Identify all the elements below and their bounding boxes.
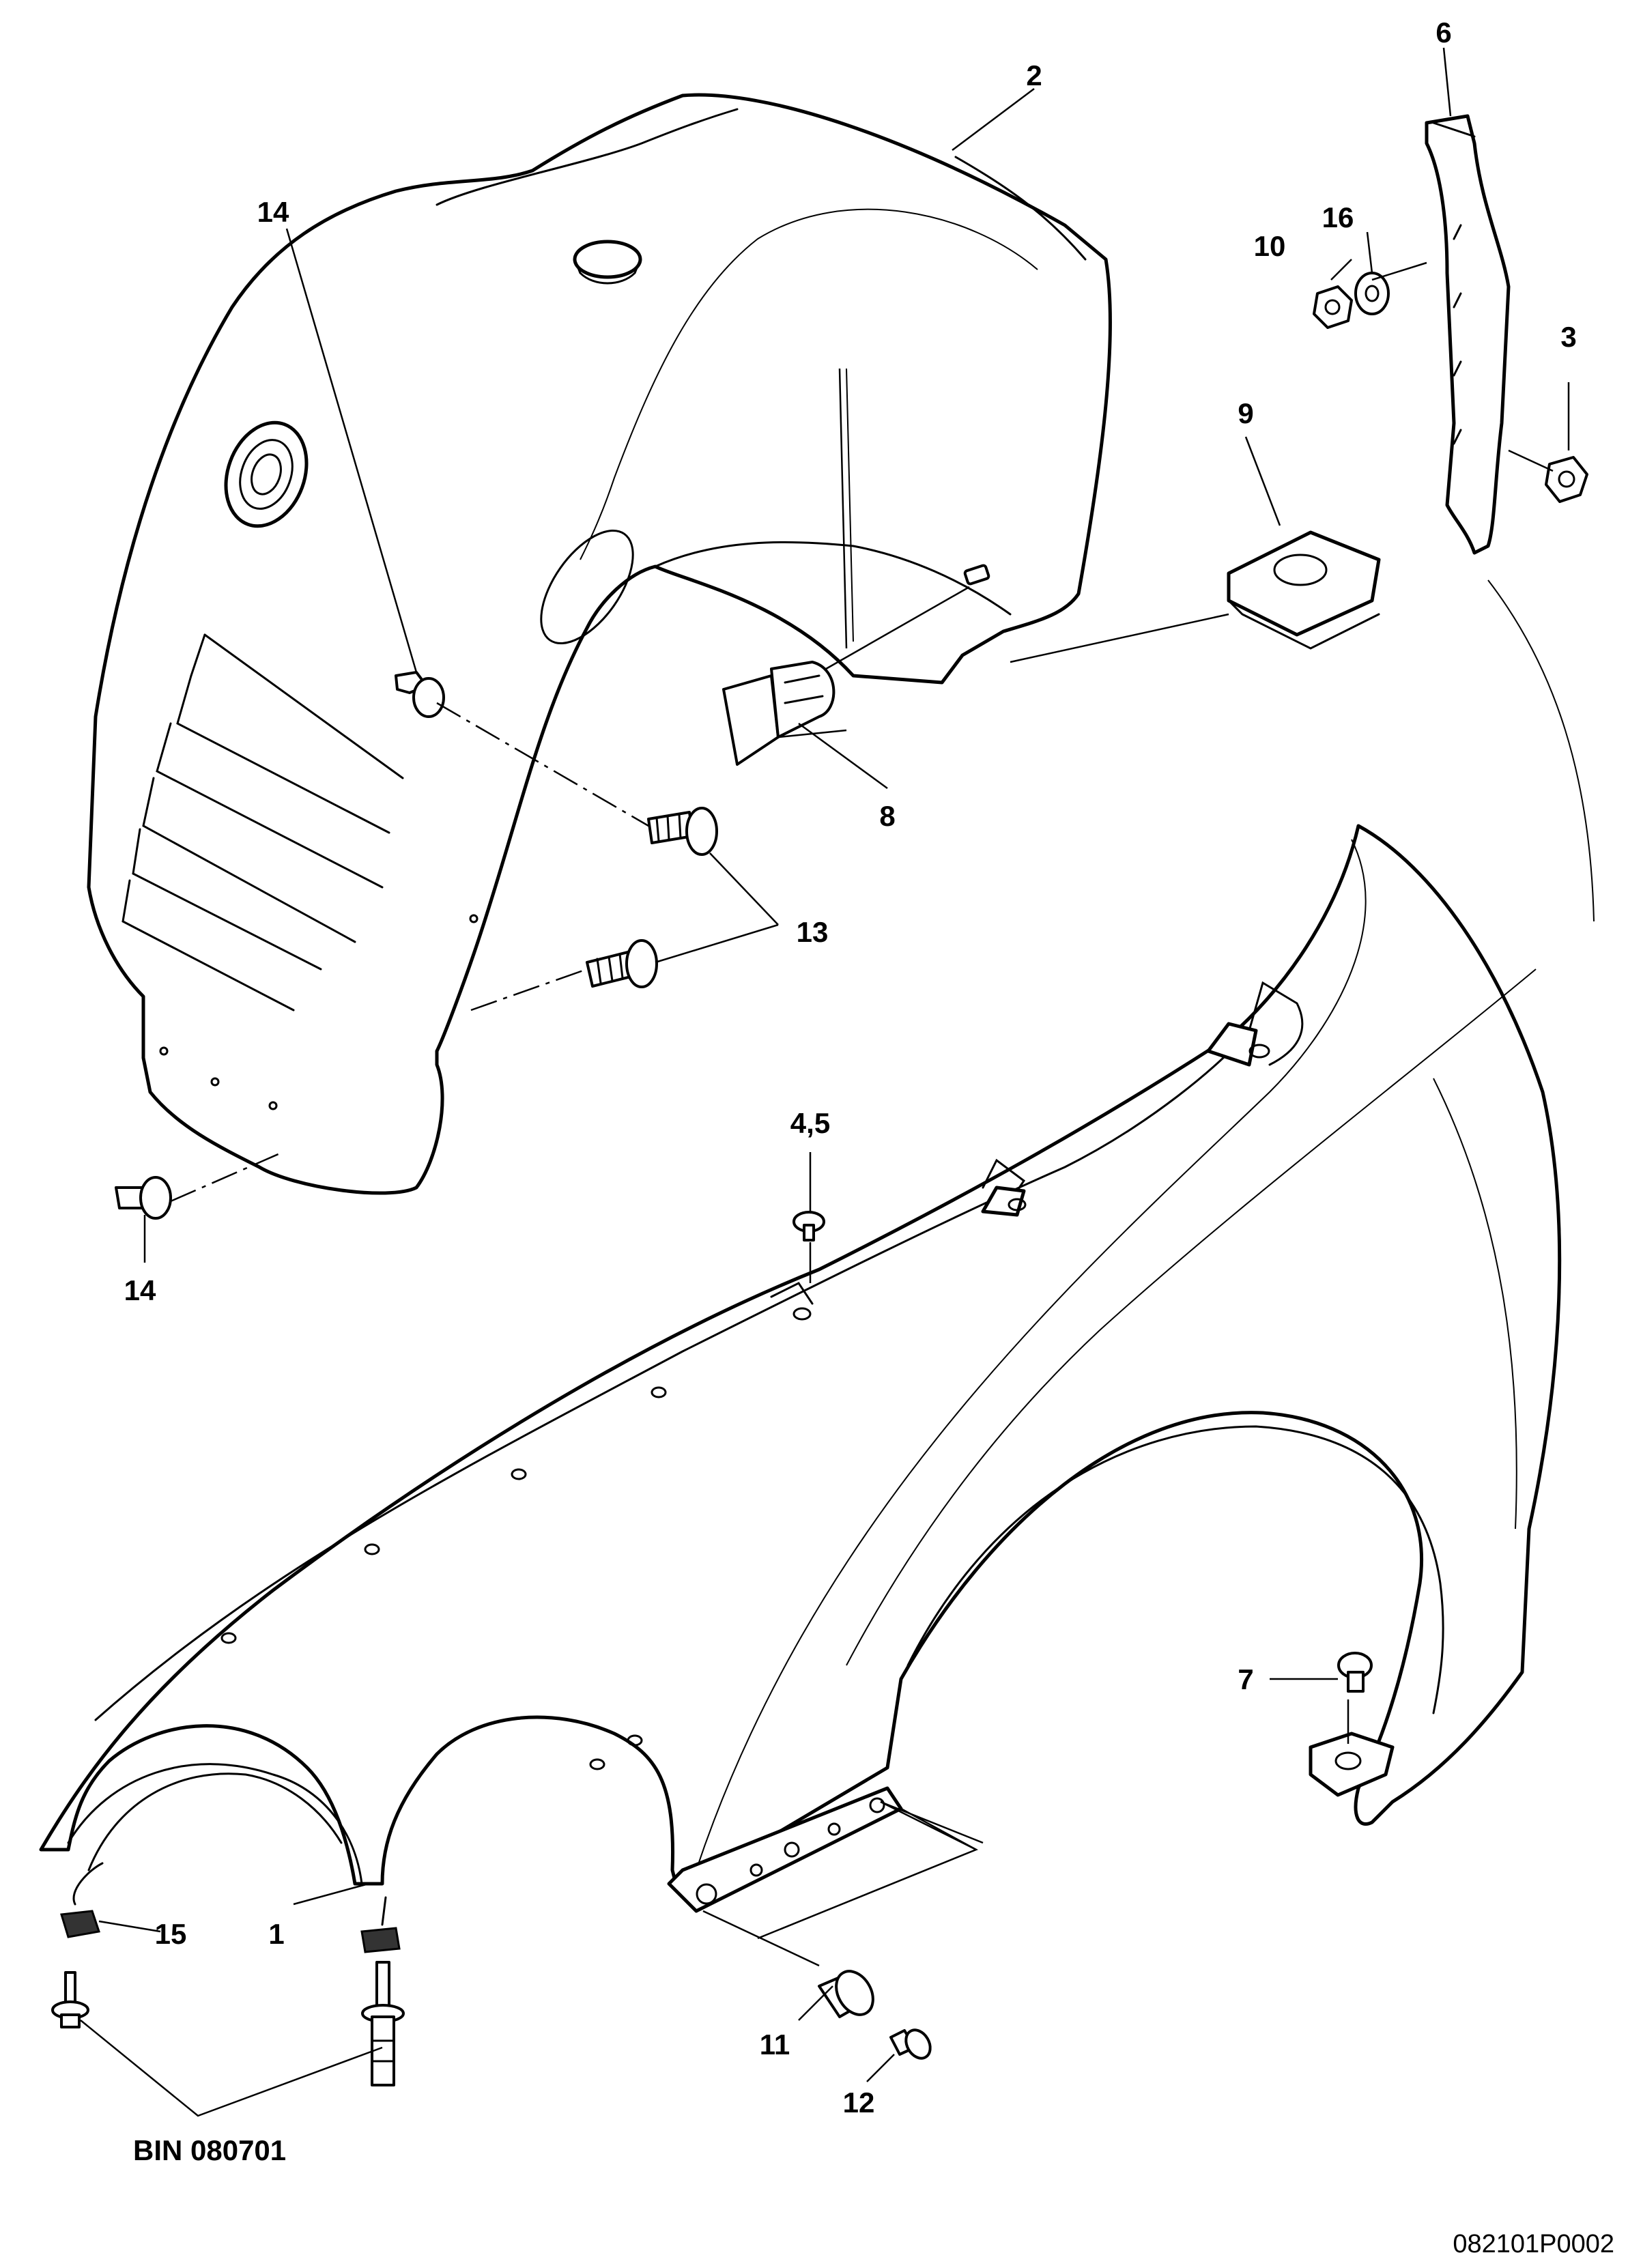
callout-7: 7 bbox=[1238, 1663, 1253, 1695]
wheel-arch-liner bbox=[87, 93, 1112, 1195]
callout-11: 11 bbox=[760, 2028, 790, 2061]
callout-2: 2 bbox=[1026, 59, 1042, 91]
callout-16: 16 bbox=[1322, 201, 1354, 233]
trim-clip bbox=[722, 661, 836, 766]
spring-clip bbox=[1227, 530, 1381, 650]
bolt-4-5-icon bbox=[792, 1211, 825, 1241]
callout-10: 10 bbox=[1254, 230, 1286, 262]
foam-pad-15-icon bbox=[60, 1862, 401, 1953]
alignment-lines bbox=[170, 702, 649, 1203]
nut-10-icon bbox=[1313, 285, 1353, 329]
diagram-id-label: 082101P0002 bbox=[1453, 2230, 1614, 2258]
callout-labels: 2 6 10 16 3 9 8 14 13 14 4,5 7 15 1 11 1… bbox=[124, 16, 1614, 2258]
push-pin-14-lower-icon bbox=[115, 1176, 172, 1220]
spacer-11-icon bbox=[818, 1970, 874, 2018]
seal-strip bbox=[1425, 114, 1511, 555]
flange-bolt-short-icon bbox=[51, 1971, 89, 2028]
rivet-12-icon bbox=[889, 2028, 932, 2060]
callout-4-5: 4,5 bbox=[790, 1107, 830, 1139]
push-pin-14-upper-icon bbox=[395, 671, 445, 718]
washer-16-icon bbox=[1354, 272, 1390, 315]
callout-1: 1 bbox=[268, 1918, 284, 1950]
callout-12: 12 bbox=[843, 2086, 875, 2119]
callout-15: 15 bbox=[155, 1918, 187, 1950]
flange-bolt-long-icon bbox=[361, 1961, 405, 2086]
leader-lines bbox=[80, 47, 1570, 2117]
callout-13: 13 bbox=[797, 916, 829, 948]
callout-9: 9 bbox=[1238, 397, 1253, 429]
callout-14-lower: 14 bbox=[124, 1274, 156, 1306]
bin-reference-label: BIN 080701 bbox=[133, 2134, 286, 2166]
callout-14-upper: 14 bbox=[257, 196, 289, 228]
callout-6: 6 bbox=[1436, 16, 1451, 48]
front-wing-panel bbox=[39, 824, 1562, 1913]
callout-3: 3 bbox=[1560, 321, 1576, 353]
screw-13-upper-icon bbox=[647, 807, 718, 856]
arc-guide bbox=[1487, 579, 1595, 922]
screw-13-lower-icon bbox=[586, 939, 658, 988]
bolt-7-icon bbox=[1337, 1652, 1373, 1693]
callout-8: 8 bbox=[879, 800, 895, 832]
nut-3-icon bbox=[1545, 456, 1588, 503]
